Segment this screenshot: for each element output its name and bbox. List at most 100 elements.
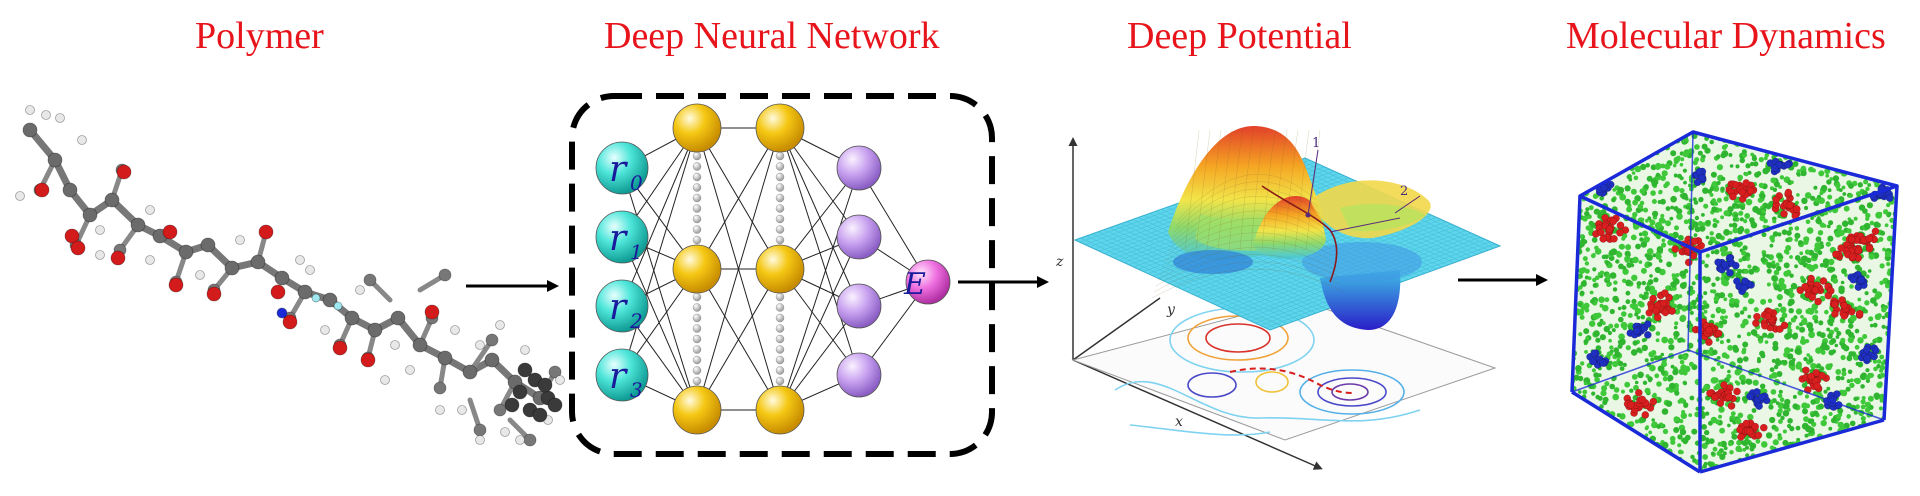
molecule-atom bbox=[532, 407, 548, 423]
molecule-atom bbox=[282, 314, 298, 330]
svg-text:0: 0 bbox=[630, 171, 643, 195]
molecule-atom bbox=[77, 135, 87, 145]
pre-output-node-1 bbox=[836, 214, 882, 260]
ellipsis-dot bbox=[775, 355, 785, 365]
molecule-atom bbox=[168, 277, 184, 293]
molecule-atom bbox=[333, 301, 343, 311]
ellipsis-dot bbox=[692, 334, 702, 344]
input-node-3 bbox=[595, 348, 649, 402]
molecule-atom bbox=[523, 433, 537, 447]
molecule-atom bbox=[475, 435, 485, 445]
molecule-atom bbox=[47, 152, 63, 168]
molecule-atom bbox=[390, 310, 406, 326]
molecule-atom bbox=[195, 270, 205, 280]
molecule-atom bbox=[512, 384, 528, 400]
ellipsis-dot bbox=[775, 235, 785, 245]
input-node-1 bbox=[595, 210, 649, 264]
ellipsis-dot bbox=[692, 345, 702, 354]
molecule-atom bbox=[515, 435, 525, 445]
svg-text:2: 2 bbox=[629, 309, 643, 333]
ellipsis-dot bbox=[692, 366, 702, 375]
ellipsis-dot bbox=[775, 313, 785, 323]
molecule-atom bbox=[360, 352, 376, 368]
molecule-atom bbox=[344, 310, 360, 326]
svg-text:r: r bbox=[609, 356, 628, 397]
molecule-atom bbox=[500, 427, 510, 437]
network-edge bbox=[621, 236, 698, 411]
network-edge bbox=[779, 127, 860, 307]
svg-text:r: r bbox=[609, 287, 628, 328]
hidden-node-l2-0 bbox=[755, 103, 805, 153]
ellipsis-dot bbox=[692, 172, 702, 182]
input-node-2 bbox=[595, 279, 649, 333]
molecule-atom bbox=[367, 322, 383, 338]
network-edge bbox=[696, 127, 781, 411]
molecule-atom bbox=[200, 237, 216, 253]
ellipsis-dot bbox=[775, 292, 785, 302]
molecule-atom bbox=[435, 405, 445, 415]
molecule-atom bbox=[547, 397, 563, 413]
molecule-atom bbox=[450, 325, 460, 335]
network-edge bbox=[621, 127, 698, 307]
ellipsis-dot bbox=[692, 204, 702, 213]
ellipsis-dot bbox=[692, 376, 702, 386]
ellipsis-dot bbox=[775, 193, 785, 203]
molecule-atom bbox=[110, 250, 126, 266]
ellipsis-dot bbox=[692, 235, 702, 245]
title-deep-potential: Deep Potential bbox=[1127, 15, 1352, 57]
path-label-2: 2 bbox=[1400, 184, 1408, 199]
input-node-label-3: r 3 bbox=[609, 356, 643, 402]
molecule-atom bbox=[276, 307, 288, 319]
molecule-atom bbox=[62, 182, 78, 198]
molecule-atom bbox=[15, 191, 25, 201]
ellipsis-dot bbox=[692, 162, 702, 171]
molecule-atom bbox=[305, 265, 315, 275]
output-node-0 bbox=[905, 259, 951, 305]
potential-energy-surface: 1 2 z y x bbox=[1055, 125, 1502, 470]
molecule-atom bbox=[206, 286, 222, 302]
molecule-atom bbox=[82, 207, 98, 223]
molecule-atom bbox=[555, 375, 565, 385]
ellipsis-dot bbox=[692, 151, 702, 161]
molecule-atom bbox=[433, 381, 447, 395]
molecule-atom bbox=[504, 397, 520, 413]
ellipsis-dot bbox=[775, 162, 785, 171]
ellipsis-dot bbox=[692, 355, 702, 365]
molecule-atom bbox=[274, 270, 290, 286]
molecule-atom bbox=[457, 405, 467, 415]
molecule-atom bbox=[390, 340, 400, 350]
molecule-atom bbox=[34, 182, 50, 198]
ellipsis-dot bbox=[775, 334, 785, 344]
pre-output-node-2 bbox=[836, 283, 882, 329]
molecule-atom bbox=[270, 284, 286, 300]
molecule-atom bbox=[355, 285, 365, 295]
svg-text:r: r bbox=[609, 218, 628, 259]
molecule-atom bbox=[116, 164, 132, 180]
potential-y-axis bbox=[1072, 297, 1161, 361]
molecule-atom bbox=[412, 337, 428, 353]
ellipsis-dot bbox=[692, 225, 702, 234]
molecule-atom bbox=[25, 105, 35, 115]
molecule-atom bbox=[380, 375, 390, 385]
molecule-atom bbox=[95, 250, 105, 260]
ellipsis-dot bbox=[775, 345, 785, 354]
molecule-atom bbox=[178, 244, 194, 260]
axis-label-y: y bbox=[1166, 302, 1176, 318]
molecule-atom bbox=[41, 110, 51, 120]
network-edge bbox=[621, 167, 698, 411]
title-polymer: Polymer bbox=[195, 15, 324, 57]
network-edge bbox=[696, 268, 781, 411]
ellipsis-dot bbox=[692, 183, 702, 192]
molecule-atom bbox=[95, 225, 105, 235]
molecule-atom bbox=[473, 423, 487, 437]
molecule-atom bbox=[145, 205, 155, 215]
input-node-label-1: r 1 bbox=[609, 218, 643, 264]
output-node-label: E bbox=[903, 267, 926, 302]
svg-text:3: 3 bbox=[630, 378, 643, 402]
molecule-atom bbox=[424, 304, 440, 320]
molecule-atom bbox=[475, 340, 485, 350]
ellipsis-dot bbox=[775, 376, 785, 386]
ellipsis-dot bbox=[692, 324, 702, 333]
ellipsis-dot bbox=[775, 366, 785, 375]
